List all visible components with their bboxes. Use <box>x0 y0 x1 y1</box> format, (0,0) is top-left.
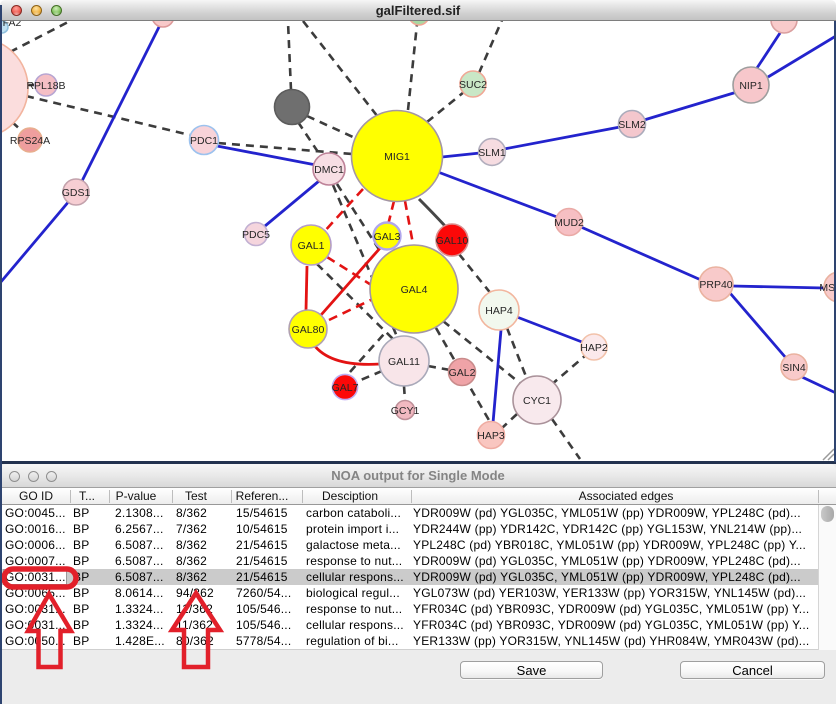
svg-text:GAL10: GAL10 <box>436 235 469 247</box>
svg-text:GAL2: GAL2 <box>449 367 476 379</box>
svg-text:MSN5: MSN5 <box>819 282 836 294</box>
svg-text:FA2: FA2 <box>3 21 22 29</box>
svg-text:HAP3: HAP3 <box>477 430 505 442</box>
svg-text:GAL7: GAL7 <box>332 382 359 394</box>
svg-text:GAL80: GAL80 <box>292 324 325 336</box>
svg-text:RPS24A: RPS24A <box>10 135 50 147</box>
svg-text:GAL1: GAL1 <box>298 240 325 252</box>
svg-text:GAL4: GAL4 <box>401 284 428 296</box>
svg-text:MUD2: MUD2 <box>554 217 584 229</box>
svg-text:RPL18B: RPL18B <box>26 80 65 92</box>
svg-text:HAP2: HAP2 <box>580 342 608 354</box>
svg-text:GAL3: GAL3 <box>374 231 401 243</box>
svg-text:DMC1: DMC1 <box>314 164 344 176</box>
svg-text:GDS1: GDS1 <box>62 187 91 199</box>
svg-text:SUC2: SUC2 <box>459 79 487 91</box>
svg-text:CYC1: CYC1 <box>523 395 551 407</box>
svg-text:MIG1: MIG1 <box>384 151 410 163</box>
svg-text:GCY1: GCY1 <box>391 405 420 417</box>
svg-text:NIP1: NIP1 <box>739 80 763 92</box>
svg-text:PDC1: PDC1 <box>190 135 218 147</box>
svg-text:PRP40: PRP40 <box>699 279 732 291</box>
svg-text:SIN4: SIN4 <box>782 362 806 374</box>
svg-text:HAP4: HAP4 <box>485 305 513 317</box>
svg-text:PDC5: PDC5 <box>242 229 270 241</box>
svg-text:SLM2: SLM2 <box>618 119 646 131</box>
svg-text:SLM1: SLM1 <box>478 147 506 159</box>
svg-text:GAL11: GAL11 <box>388 356 420 368</box>
